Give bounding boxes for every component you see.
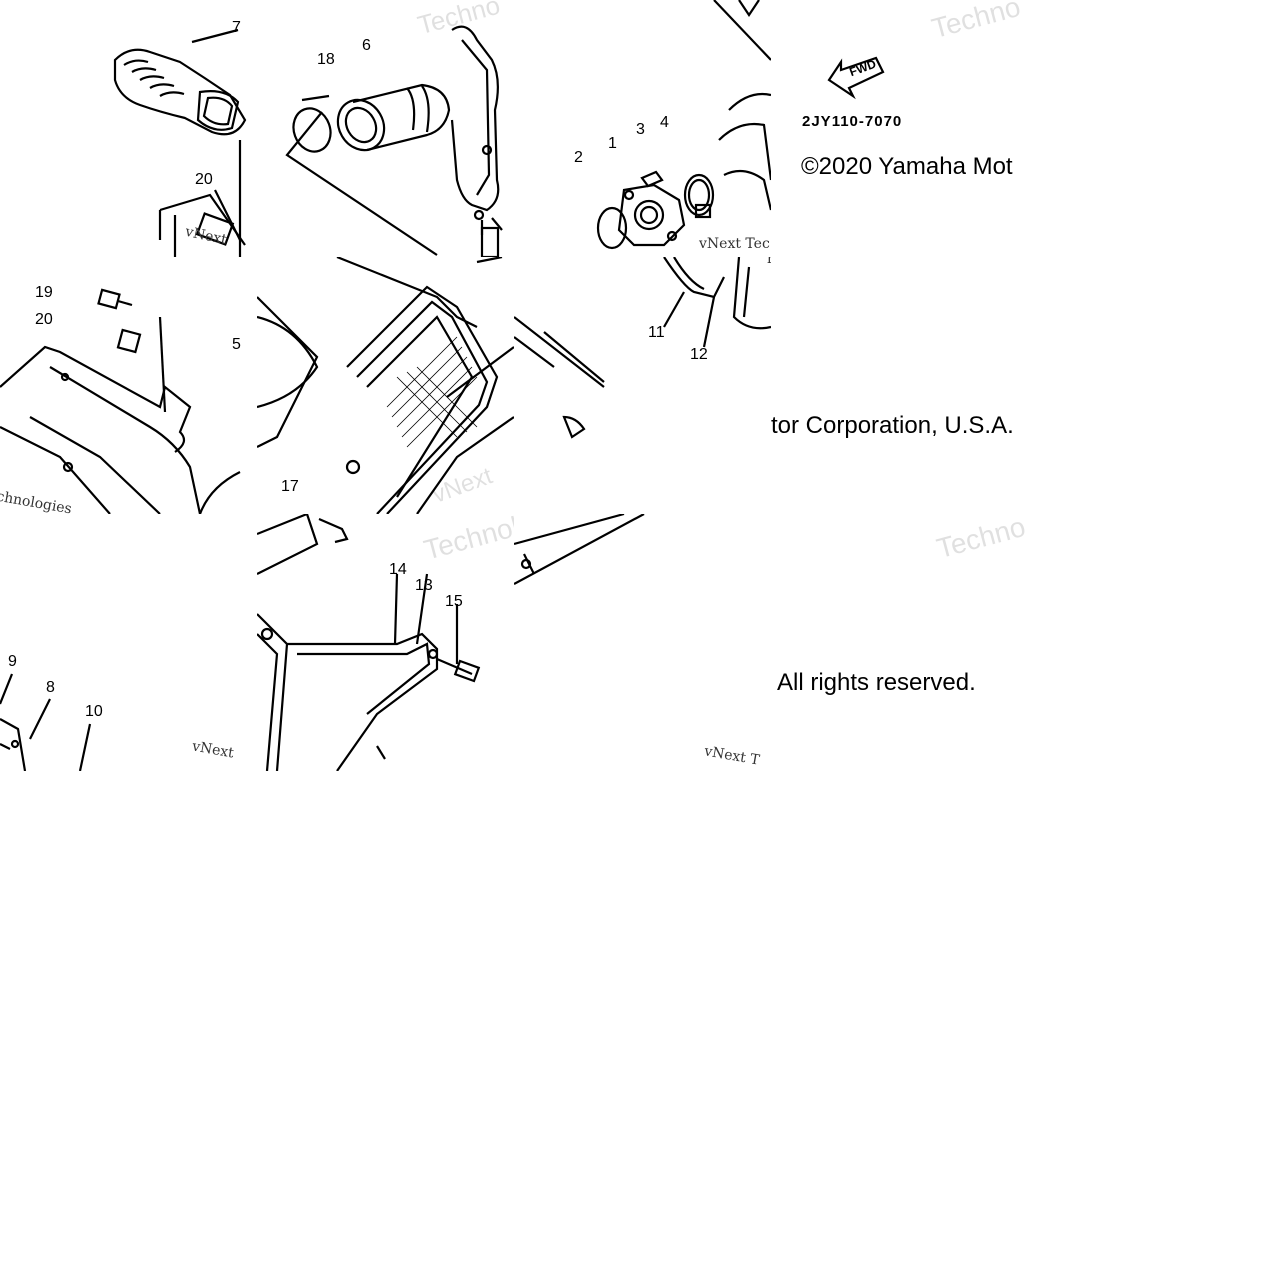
drain-plug-drawing bbox=[0, 673, 92, 771]
diagram-tile-r1c3: tor Corporation, U.S.A. bbox=[771, 257, 1028, 514]
watermark-techno-3: Techno bbox=[933, 514, 1028, 565]
callout-6: 6 bbox=[362, 37, 371, 54]
callout-9: 9 bbox=[8, 653, 17, 670]
callout-11: 11 bbox=[648, 324, 665, 341]
callout-17: 17 bbox=[281, 478, 299, 495]
callout-10: 10 bbox=[85, 703, 103, 720]
callout-2: 2 bbox=[574, 149, 583, 166]
diagram-tile-r2c2: vNext T bbox=[514, 514, 771, 771]
copyright-line-3: All rights reserved. bbox=[777, 669, 976, 696]
callout-20-lower: 20 bbox=[35, 311, 53, 328]
callout-15: 15 bbox=[445, 593, 463, 610]
intake-duct-drawing bbox=[113, 28, 247, 257]
diagram-code: 2JY110-7070 bbox=[802, 113, 903, 130]
filter-case-drawing bbox=[257, 514, 481, 771]
copyright-line-1: ©2020 Yamaha Mot bbox=[801, 153, 1013, 180]
watermark-nologies: nologies bbox=[767, 257, 771, 267]
diagram-tile-r0c1: 6 18 Techno bbox=[257, 0, 514, 257]
diagram-tile-r0c3: FWD 2JY110-7070 ©2020 Yamaha Mot Techno bbox=[771, 0, 1028, 257]
callout-5: 5 bbox=[232, 336, 241, 353]
copyright-line-2: tor Corporation, U.S.A. bbox=[771, 412, 1014, 439]
fwd-arrow-icon bbox=[827, 56, 885, 100]
callout-1: 1 bbox=[608, 135, 617, 152]
watermark-vnext-tec: vNext Tec bbox=[699, 236, 770, 252]
diagram-tile-r2c0: 9 8 10 vNext bbox=[0, 514, 257, 771]
callout-14: 14 bbox=[389, 561, 407, 578]
callout-20: 20 bbox=[195, 171, 213, 188]
diagram-tile-r1c0: 19 20 5 chnologies bbox=[0, 257, 257, 514]
diagram-tile-r2c1: 14 13 15 Technologies bbox=[257, 514, 514, 771]
airbox-cover-drawing bbox=[0, 288, 241, 514]
callout-12: 12 bbox=[690, 346, 708, 363]
callout-3: 3 bbox=[636, 121, 645, 138]
callout-18: 18 bbox=[317, 51, 335, 68]
airbox-body-drawing bbox=[257, 257, 514, 514]
callout-19: 19 bbox=[35, 284, 53, 301]
diagram-tile-r1c2: 11 12 nologies bbox=[514, 257, 771, 514]
forward-arrow-drawing bbox=[827, 56, 885, 100]
diagram-tile-r1c1: 16 17 vNext bbox=[257, 257, 514, 514]
diagram-tile-r0c2: 1 2 3 4 vNext Tec bbox=[514, 0, 771, 257]
base-plate-drawing bbox=[514, 514, 645, 585]
callout-7: 7 bbox=[232, 19, 241, 36]
diagram-tile-r0c0: 7 20 vNext bbox=[0, 0, 257, 257]
callout-8: 8 bbox=[46, 679, 55, 696]
carburetor-joint-drawing bbox=[285, 25, 503, 257]
gasket-drawing bbox=[514, 257, 771, 439]
callout-4: 4 bbox=[660, 114, 669, 131]
intake-manifold-drawing bbox=[596, 0, 771, 250]
diagram-tile-r2c3: Techno All rights reserved. bbox=[771, 514, 1028, 771]
callout-13: 13 bbox=[415, 577, 433, 594]
